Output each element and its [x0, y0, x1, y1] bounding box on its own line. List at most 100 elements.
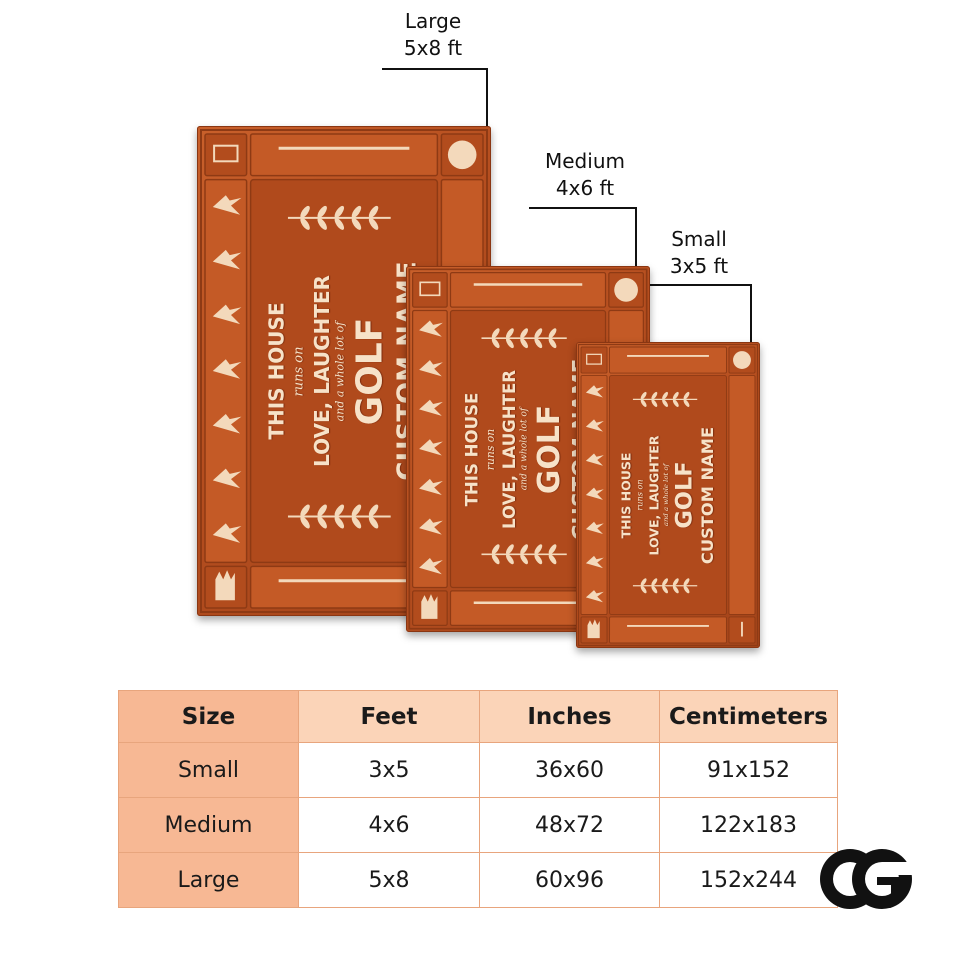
- table-header-feet: Feet: [298, 690, 480, 743]
- callout-small-dims: 3x5 ft: [669, 254, 729, 278]
- golfer-silhouette-icon: [212, 249, 242, 270]
- golfer-silhouette-icon: [585, 453, 604, 466]
- rug-text-runs-on: runs on: [484, 428, 498, 470]
- callout-medium-dims: 4x6 ft: [555, 176, 615, 200]
- table-cell-feet: 3x5: [298, 742, 480, 798]
- callout-large-leader-v: [486, 68, 488, 128]
- rug-text-runs-on: runs on: [291, 346, 307, 396]
- table-cell-inches: 36x60: [479, 742, 660, 798]
- laurel-branch-icon: [632, 391, 698, 407]
- laurel-branch-icon: [481, 328, 567, 349]
- table-cell-size: Large: [118, 852, 299, 908]
- rug-artwork: [577, 343, 759, 647]
- rug-corner-box: [204, 133, 248, 177]
- table-row: Small 3x5 36x60 91x152: [118, 742, 838, 798]
- golfer-silhouette-icon: [212, 359, 242, 379]
- rug-center-panel: [609, 375, 727, 615]
- rug-corner-box: [412, 272, 448, 308]
- golf-ball-icon: [733, 351, 751, 369]
- rug-border-panel: [249, 133, 439, 177]
- rug-text-whole-lot: and a whole lot of: [333, 321, 347, 421]
- table-cell-feet: 4x6: [298, 797, 480, 853]
- golf-cart-icon: [419, 281, 441, 297]
- golf-glove-icon: [215, 570, 235, 601]
- rug-corner-box: [580, 346, 608, 374]
- rug-text-golf: GOLF: [532, 404, 568, 494]
- rug-text-runs-on: runs on: [635, 479, 646, 511]
- callout-small-leader-v: [750, 284, 752, 342]
- golfer-silhouette-icon: [585, 590, 604, 603]
- table-cell-centimeters: 152x244: [659, 852, 838, 908]
- golfer-silhouette-icon: [212, 304, 242, 325]
- table-cell-size: Small: [118, 742, 299, 798]
- golf-glove-icon: [587, 619, 600, 639]
- golfer-silhouette-icon: [419, 360, 443, 377]
- golfer-silhouette-icon: [585, 521, 604, 535]
- table-cell-centimeters: 91x152: [659, 742, 838, 798]
- rug-text-whole-lot: and a whole lot of: [519, 407, 530, 491]
- rug-text-love-laughter: LOVE, LAUGHTER: [499, 369, 519, 529]
- table-row: Medium 4x6 48x72 122x183: [118, 797, 838, 853]
- callout-small: Small 3x5 ft: [656, 226, 742, 280]
- table-cell-size: Medium: [118, 797, 299, 853]
- golf-ball-icon: [447, 140, 477, 170]
- rug-text-this-house: THIS HOUSE: [618, 452, 634, 538]
- rug-text-golf: GOLF: [671, 461, 698, 529]
- rug-border-panel: [728, 375, 756, 615]
- golfer-silhouette-icon: [212, 195, 242, 215]
- golf-cart-icon: [213, 144, 239, 163]
- rug-text-this-house: THIS HOUSE: [462, 392, 482, 506]
- callout-medium-leader-h: [529, 207, 637, 209]
- rug-text-love-laughter: LOVE, LAUGHTER: [309, 275, 334, 467]
- callout-medium: Medium 4x6 ft: [530, 148, 640, 202]
- laurel-branch-icon: [287, 205, 391, 230]
- laurel-branch-icon: [632, 578, 698, 594]
- table-cell-centimeters: 122x183: [659, 797, 838, 853]
- golfer-silhouette-icon: [419, 399, 443, 416]
- golfer-silhouette-icon: [419, 439, 443, 456]
- rug-text-whole-lot: and a whole lot of: [661, 463, 670, 527]
- golfer-silhouette-icon: [419, 558, 443, 575]
- golfer-silhouette-icon: [585, 385, 604, 398]
- rug-text-this-house: THIS HOUSE: [264, 302, 289, 440]
- golfer-silhouette-icon: [585, 487, 604, 500]
- golfer-silhouette-icon: [212, 413, 242, 434]
- table-header-centimeters: Centimeters: [659, 690, 838, 743]
- golfer-silhouette-icon: [419, 518, 443, 535]
- golf-glove-icon: [421, 594, 438, 619]
- table-row: Large 5x8 60x96 152x244: [118, 852, 838, 908]
- rug-border-panel: [449, 272, 607, 308]
- callout-small-leader-h: [646, 284, 752, 286]
- rug-text-love-laughter: LOVE, LAUGHTER: [646, 435, 662, 555]
- golfer-silhouette-icon: [419, 320, 443, 337]
- table-cell-feet: 5x8: [298, 852, 480, 908]
- golfer-silhouette-icon: [212, 523, 242, 543]
- callout-medium-name: Medium: [545, 149, 625, 173]
- rug-border-panel: [609, 346, 727, 374]
- golfer-silhouette-icon: [212, 468, 242, 489]
- callout-large: Large 5x8 ft: [383, 8, 483, 62]
- table-cell-inches: 48x72: [479, 797, 660, 853]
- table-header-inches: Inches: [479, 690, 660, 743]
- golfer-silhouette-icon: [585, 555, 604, 569]
- size-table: Size Feet Inches Centimeters Small 3x5 3…: [118, 690, 838, 908]
- golf-ball-icon: [614, 278, 638, 302]
- rug-border-panel: [609, 616, 727, 644]
- rug-text-custom-name: CUSTOM NAME: [698, 426, 718, 564]
- brand-logo: [820, 849, 912, 909]
- golf-cart-icon: [586, 353, 602, 365]
- table-cell-inches: 60x96: [479, 852, 660, 908]
- callout-medium-leader-v: [635, 207, 637, 267]
- rug-text-golf: GOLF: [349, 317, 391, 425]
- callout-large-leader-h: [382, 68, 488, 70]
- golfer-silhouette-icon: [585, 419, 604, 432]
- callout-small-name: Small: [671, 227, 727, 251]
- table-header-size: Size: [118, 690, 299, 743]
- table-header-row: Size Feet Inches Centimeters: [118, 690, 838, 743]
- callout-large-dims: 5x8 ft: [403, 36, 463, 60]
- laurel-branch-icon: [287, 504, 391, 529]
- golfer-silhouette-icon: [419, 478, 443, 496]
- callout-large-name: Large: [404, 9, 462, 33]
- laurel-branch-icon: [481, 544, 567, 565]
